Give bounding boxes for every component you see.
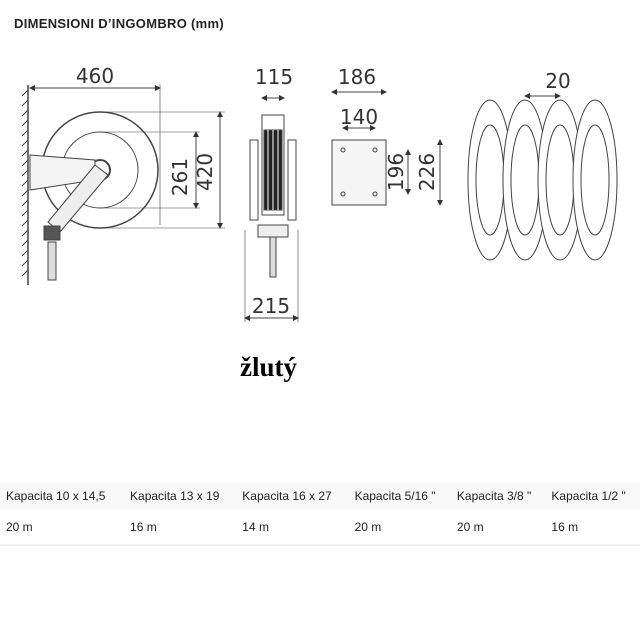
dim-215: 215: [252, 294, 290, 318]
dim-226: 226: [415, 153, 439, 191]
dim-186: 186: [338, 65, 376, 89]
technical-drawing: 460 261 420 115 215 186 140 196 226 20: [21, 64, 618, 322]
side-view: [244, 95, 299, 322]
dim-196: 196: [384, 153, 408, 191]
table-header: Kapacita 5/16 ": [348, 482, 451, 510]
plate-view: [331, 89, 443, 206]
dim-261: 261: [168, 158, 192, 196]
color-label: žlutý: [240, 352, 297, 382]
table-row: 20 m 16 m 14 m 20 m 20 m 16 m: [0, 510, 640, 546]
dim-420: 420: [193, 153, 217, 191]
table-header: Kapacita 16 x 27: [236, 482, 349, 510]
table-cell: 20 m: [0, 510, 125, 546]
dim-460: 460: [76, 64, 114, 88]
capacity-table: Kapacita 10 x 14,5 Kapacita 13 x 19 Kapa…: [0, 482, 640, 546]
table-cell: 20 m: [348, 510, 451, 546]
drawing-title: DIMENSIONI D’INGOMBRO (mm): [14, 16, 225, 31]
stacked-reels-view: [467, 93, 618, 261]
table-cell: 14 m: [236, 510, 349, 546]
table-header: Kapacita 10 x 14,5: [0, 482, 125, 510]
dim-20: 20: [545, 69, 570, 93]
table-header-row: Kapacita 10 x 14,5 Kapacita 13 x 19 Kapa…: [0, 482, 640, 510]
table-header: Kapacita 1/2 ": [545, 482, 640, 510]
table-header: Kapacita 13 x 19: [124, 482, 237, 510]
dim-140: 140: [340, 105, 378, 129]
dim-115: 115: [255, 65, 293, 89]
table-cell: 16 m: [545, 510, 640, 546]
table-cell: 16 m: [124, 510, 237, 546]
front-view: [21, 84, 225, 285]
table-cell: 20 m: [450, 510, 546, 546]
table-header: Kapacita 3/8 ": [450, 482, 546, 510]
